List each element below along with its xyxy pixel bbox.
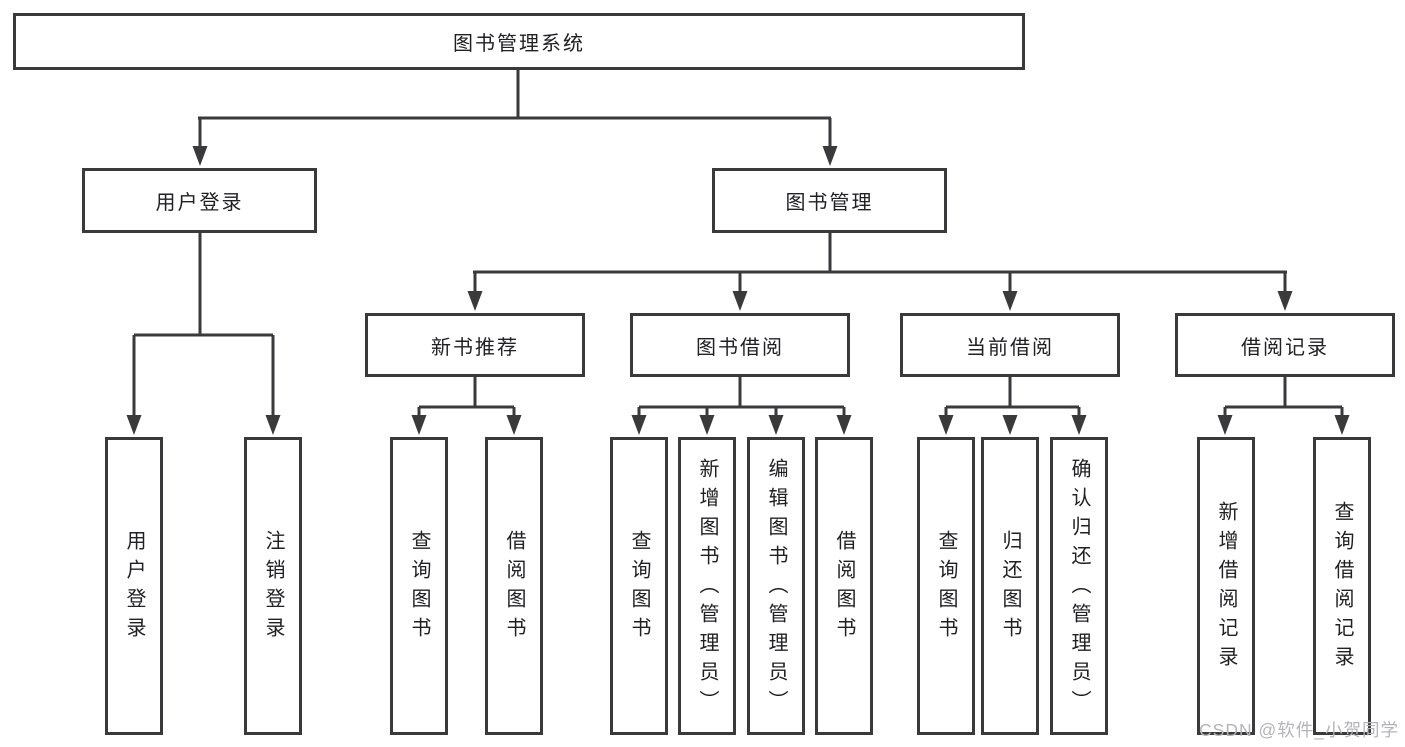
node-new-book-recommend: 新书推荐 <box>365 313 585 377</box>
leaf-borrow-query-books: 查询图书 <box>610 437 668 735</box>
leaf-newbook-borrow-books: 借阅图书 <box>485 437 543 735</box>
node-user-login-group: 用户登录 <box>82 168 317 233</box>
leaf-user-login: 用户登录 <box>105 437 163 735</box>
watermark-text: CSDN @软件_小贺同学 <box>1199 720 1399 740</box>
node-borrowing-records: 借阅记录 <box>1175 313 1395 377</box>
leaf-logout: 注销登录 <box>244 437 302 735</box>
leaf-records-add-record: 新增借阅记录 <box>1197 437 1255 735</box>
leaf-borrow-borrow-books: 借阅图书 <box>815 437 873 735</box>
leaf-newbook-query-books: 查询图书 <box>390 437 448 735</box>
node-book-borrowing: 图书借阅 <box>630 313 850 377</box>
node-book-management: 图书管理 <box>712 168 947 233</box>
leaf-current-confirm-return-admin: 确认归还（管理员） <box>1050 437 1108 735</box>
leaf-borrow-edit-books-admin: 编辑图书（管理员） <box>747 437 805 735</box>
leaf-current-query-books: 查询图书 <box>917 437 975 735</box>
leaf-current-return-books: 归还图书 <box>981 437 1039 735</box>
node-current-borrowing: 当前借阅 <box>900 313 1120 377</box>
node-library-management-system: 图书管理系统 <box>13 13 1025 70</box>
arrowheads <box>126 146 1350 435</box>
leaf-borrow-add-books-admin: 新增图书（管理员） <box>678 437 736 735</box>
leaf-records-query-record: 查询借阅记录 <box>1313 437 1371 735</box>
